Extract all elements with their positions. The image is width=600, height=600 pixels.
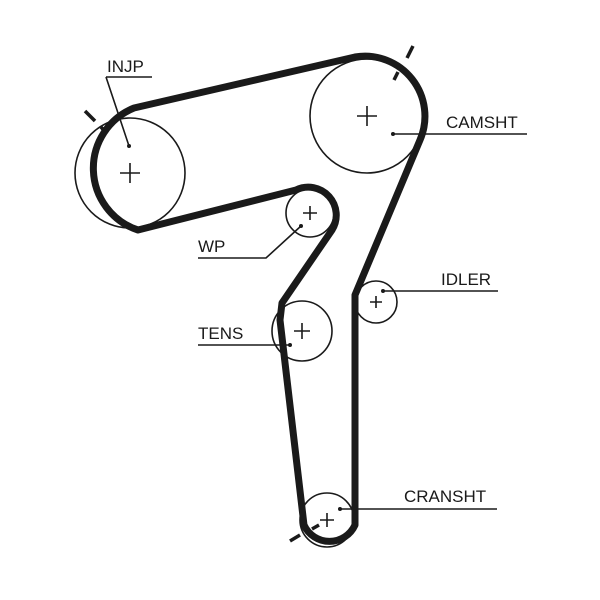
tensioner-pulley (271, 300, 333, 362)
injp-leader-line (105, 76, 152, 147)
wp-leader-line (198, 225, 302, 259)
cransht-timing-mark-inner (311, 523, 320, 531)
cransht-timing-mark (289, 533, 301, 543)
camsht-label: CAMSHT (446, 113, 518, 132)
wp-label: WP (198, 237, 225, 256)
injp-timing-mark-inner (99, 125, 108, 135)
camsht-timing-mark (405, 45, 415, 59)
cransht-label: CRANSHT (404, 487, 486, 506)
leader-lines (105, 76, 527, 511)
timing-marks (83, 45, 415, 543)
injp-timing-mark (83, 109, 97, 123)
camsht-timing-mark-inner (392, 71, 400, 81)
injp-label: INJP (107, 57, 144, 76)
tens-label: TENS (198, 324, 243, 343)
idler-label: IDLER (441, 270, 491, 289)
timing-belt (89, 52, 429, 545)
